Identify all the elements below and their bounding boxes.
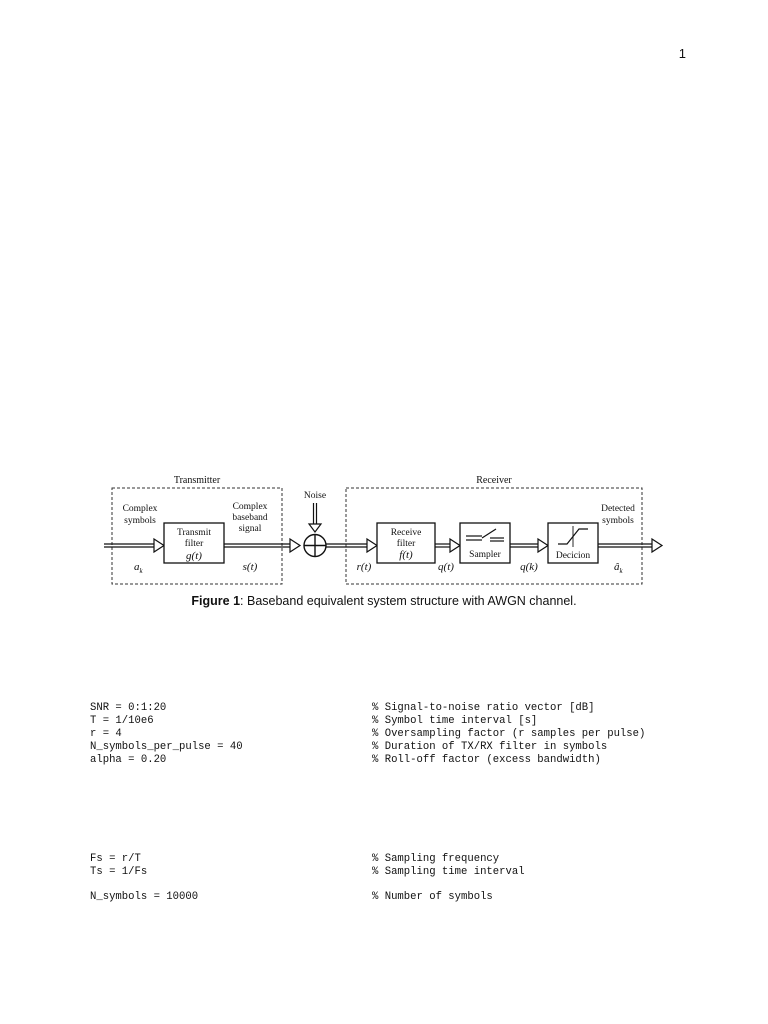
transmit-filter-g: g(t) [186, 550, 202, 562]
code-comment: % Sampling frequency [372, 853, 500, 865]
code-statement: T = 1/10e6 [90, 715, 154, 728]
system-block-diagram: Transmitter Receiver Complex symbols Tra… [92, 466, 676, 616]
signal-q-t: q(t) [438, 561, 454, 573]
receive-filter-block [376, 522, 436, 564]
detected-symbols-line1: Detected [601, 504, 635, 514]
code-statement: Fs = r/T [90, 853, 141, 865]
sampler-block [459, 522, 511, 564]
receive-filter-line1: Receive [391, 528, 422, 538]
baseband-line2: baseband [232, 513, 268, 523]
signal-r-t: r(t) [357, 561, 372, 573]
code-statement: N_symbols = 10000 [90, 891, 199, 903]
noise-label: Noise [304, 491, 326, 501]
receiver-region [345, 487, 643, 585]
signal-q-k: q(k) [520, 561, 538, 573]
transmitter-title: Transmitter [174, 475, 221, 486]
code-comment: % Duration of TX/RX filter in symbols [372, 741, 608, 754]
signal-a-hat-k: âk [614, 561, 624, 575]
transmitter-region [111, 487, 283, 585]
code-comment: % Signal-to-noise ratio vector [dB] [372, 702, 595, 714]
baseband-line1: Complex [233, 502, 268, 512]
code-comment: % Roll-off factor (excess bandwidth) [372, 754, 601, 767]
receiver-title: Receiver [476, 475, 512, 486]
code-comment: % Oversampling factor (r samples per pul… [372, 728, 646, 741]
page-number: 1 [678, 46, 686, 61]
code-statement: r = 4 [90, 728, 122, 741]
code-statement: SNR = 0:1:20 [90, 702, 167, 714]
block-diagram-svg: Transmitter Receiver Complex symbols Tra… [104, 475, 664, 585]
code-statement: alpha = 0.20 [90, 754, 167, 767]
code-comment: % Number of symbols [372, 891, 493, 903]
signal-a-k: ak [134, 561, 144, 575]
transmit-filter-block [163, 522, 225, 564]
adder-symbol [303, 533, 327, 558]
figure-caption-text: : Baseband equivalent system structure w… [240, 594, 577, 608]
complex-symbols-line2: symbols [124, 516, 156, 526]
code-statement: N_symbols_per_pulse = 40 [90, 741, 243, 754]
receive-filter-line2: filter [397, 538, 416, 549]
complex-symbols-line1: Complex [123, 504, 158, 514]
code-statement: Ts = 1/Fs [90, 866, 148, 879]
decision-threshold-icon [558, 526, 588, 547]
sampler-switch-icon [466, 528, 504, 542]
signal-s-t: s(t) [243, 561, 258, 573]
transmit-filter-line1: Transmit [177, 528, 211, 538]
sampler-label: Sampler [469, 550, 501, 560]
detected-symbols-line2: symbols [602, 516, 634, 526]
decision-label: Decicion [556, 551, 591, 561]
baseband-line3: signal [239, 524, 262, 534]
figure-caption-label: Figure 1 [191, 594, 241, 608]
figure-caption: Figure 1: Baseband equivalent system str… [92, 594, 676, 608]
code-comment: % Symbol time interval [s] [372, 715, 538, 728]
transmit-filter-line2: filter [185, 538, 204, 549]
code-comment: % Sampling time interval [372, 866, 525, 879]
receive-filter-f: f(t) [399, 549, 413, 561]
